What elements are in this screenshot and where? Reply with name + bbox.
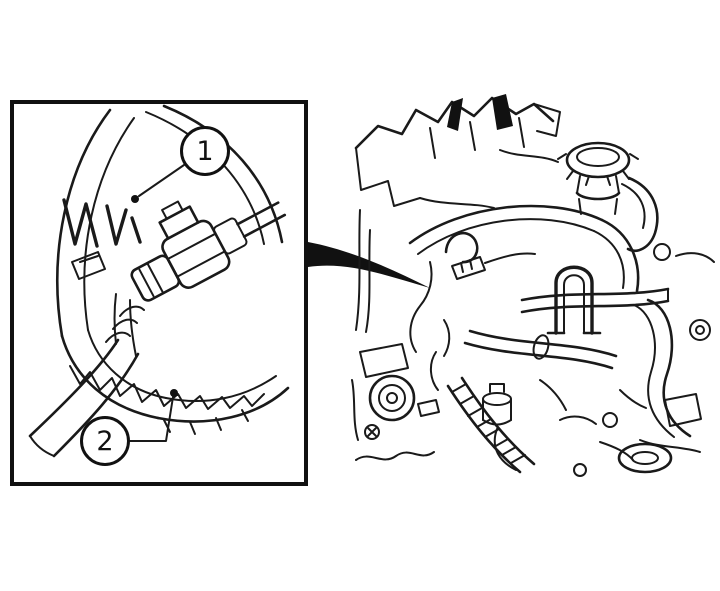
fuel-hose — [28, 293, 145, 458]
leader-line-2 — [129, 389, 178, 442]
callout-1-badge: 1 — [180, 126, 230, 176]
alignment-marks — [62, 198, 142, 280]
leader-line-1 — [131, 164, 185, 203]
lower-right-components — [573, 412, 673, 477]
cowl-structures — [351, 94, 561, 441]
u-handle-bracket — [546, 265, 602, 335]
detail-drawing — [28, 104, 290, 458]
callout-2-label: 2 — [96, 425, 114, 457]
callout-1-label: 1 — [196, 135, 214, 167]
detail-inset-box: 1 2 — [10, 100, 308, 486]
target-fitting — [409, 231, 536, 391]
lower-center-valve — [482, 379, 597, 471]
lower-left-components — [355, 343, 440, 461]
mid-hoses — [443, 287, 670, 370]
lock-ring-teeth — [69, 365, 265, 435]
ribbed-hose — [446, 376, 536, 474]
callout-2-badge: 2 — [80, 416, 130, 466]
engine-top-sweep — [408, 204, 640, 293]
quick-connector — [130, 200, 287, 302]
reservoir-cap — [557, 141, 659, 253]
right-tower — [619, 243, 715, 453]
